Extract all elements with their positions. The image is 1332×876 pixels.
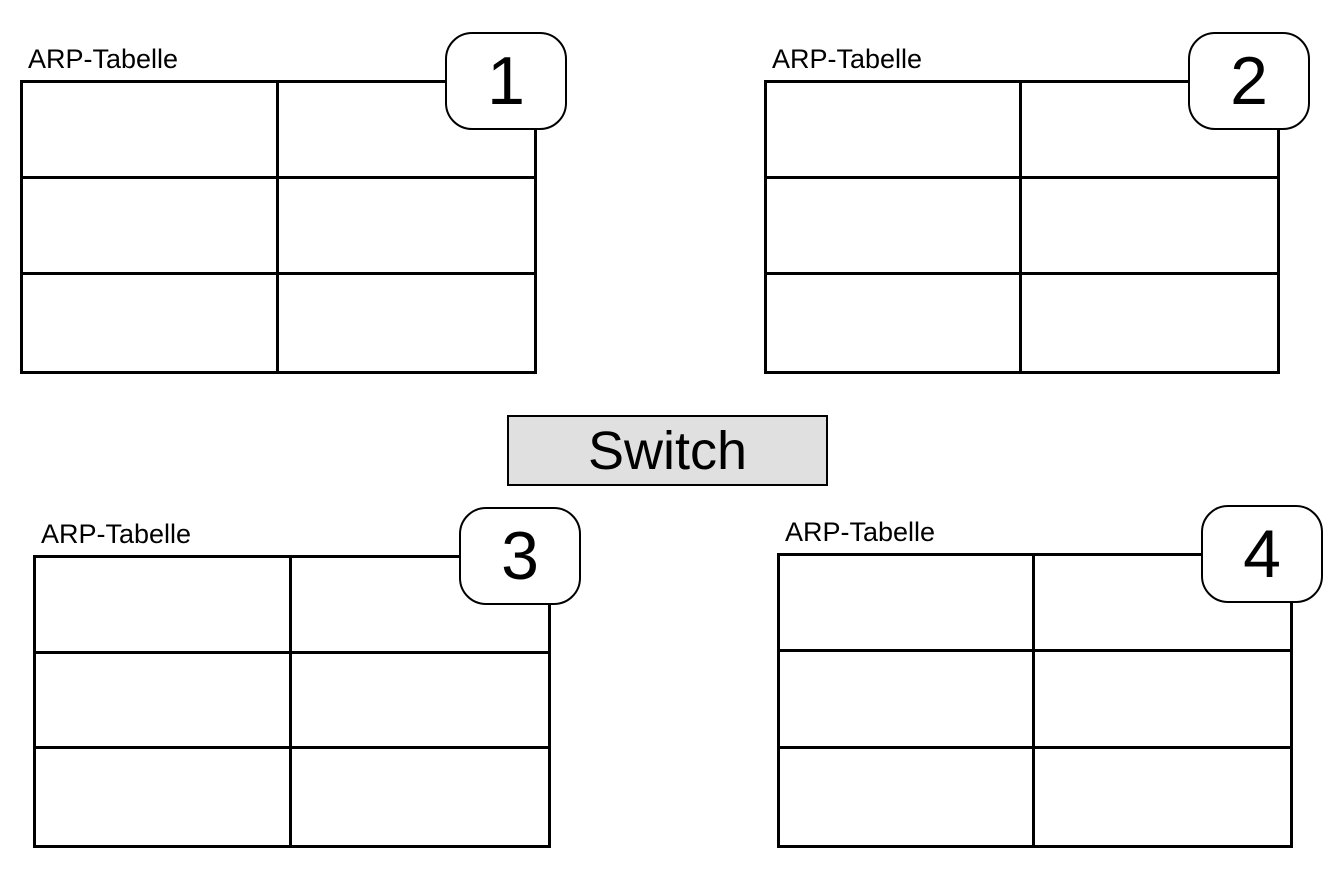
arp-table-title: ARP-Tabelle <box>41 519 192 549</box>
arp-cell-r1c1[interactable] <box>767 83 1022 179</box>
arp-cell-r1c1[interactable] <box>23 83 279 179</box>
arp-table-grid-1 <box>20 80 537 374</box>
arp-table-title: ARP-Tabelle <box>28 44 179 74</box>
arp-table-title: ARP-Tabelle <box>785 517 936 547</box>
arp-table-group-1: ARP-Tabelle 1 <box>20 32 567 374</box>
host-number-badge-3: 3 <box>459 507 581 605</box>
arp-cell-r2c1[interactable] <box>767 179 1022 275</box>
host-number-badge-1: 1 <box>445 32 567 130</box>
arp-cell-r1c1[interactable] <box>780 556 1035 653</box>
arp-cell-r3c1[interactable] <box>23 275 279 371</box>
arp-cell-r1c1[interactable] <box>36 558 292 654</box>
host-number-badge-2: 2 <box>1188 32 1310 130</box>
arp-cell-r3c1[interactable] <box>36 749 292 845</box>
arp-table-group-4: ARP-Tabelle 4 <box>777 505 1323 848</box>
arp-cell-r2c2[interactable] <box>278 179 534 275</box>
arp-cell-r3c2[interactable] <box>1022 275 1277 371</box>
arp-cell-r3c1[interactable] <box>780 748 1035 845</box>
arp-cell-r3c2[interactable] <box>278 275 534 371</box>
arp-cell-r3c1[interactable] <box>767 275 1022 371</box>
arp-cell-r2c2[interactable] <box>292 653 548 750</box>
arp-cell-r2c2[interactable] <box>1035 652 1290 749</box>
arp-cell-r3c2[interactable] <box>1035 748 1290 845</box>
arp-cell-r2c1[interactable] <box>23 179 279 275</box>
host-number-badge-4: 4 <box>1201 505 1323 603</box>
arp-cell-r2c1[interactable] <box>36 653 292 750</box>
arp-table-group-2: ARP-Tabelle 2 <box>764 32 1310 374</box>
arp-cell-r2c1[interactable] <box>780 652 1035 749</box>
arp-cell-r3c2[interactable] <box>292 749 548 845</box>
arp-cell-r2c2[interactable] <box>1022 179 1277 275</box>
arp-table-group-3: ARP-Tabelle 3 <box>33 507 581 848</box>
switch-node: Switch <box>507 415 828 486</box>
arp-table-grid-2 <box>764 80 1280 374</box>
arp-table-grid-3 <box>33 555 551 848</box>
arp-table-title: ARP-Tabelle <box>772 44 923 74</box>
